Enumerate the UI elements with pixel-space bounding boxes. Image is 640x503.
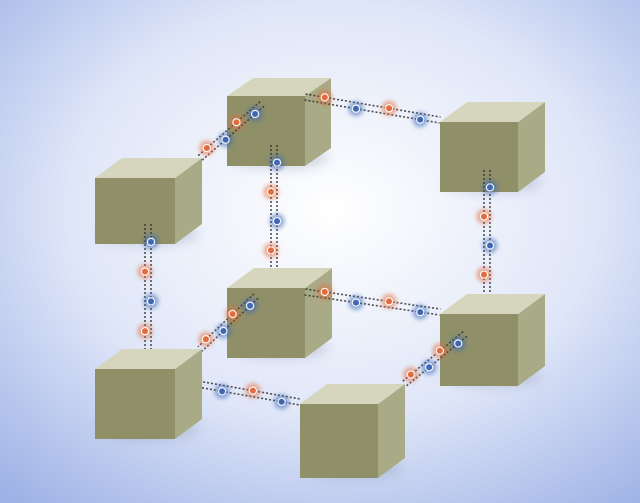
- particle-orange: [198, 331, 214, 347]
- particle-orange: [225, 306, 241, 322]
- particle-blue: [274, 394, 290, 410]
- cube-front-face: [300, 404, 378, 478]
- cube-front-face: [440, 314, 518, 386]
- particle-blue: [482, 238, 498, 254]
- links-layer: [137, 89, 498, 410]
- particle-orange: [199, 140, 215, 156]
- link-back-left-pillar: [263, 145, 285, 268]
- cube-front-face: [95, 178, 175, 244]
- particle-orange: [476, 267, 492, 283]
- particle-blue: [143, 234, 159, 250]
- particle-blue: [421, 359, 437, 375]
- particle-orange: [381, 100, 397, 116]
- particle-orange: [245, 383, 261, 399]
- particle-blue: [215, 323, 231, 339]
- particle-orange: [137, 264, 153, 280]
- cube-bottom-front-right: [300, 384, 405, 478]
- cube-side-face: [378, 384, 405, 478]
- cube-top-face: [440, 294, 545, 314]
- link-strand: [304, 99, 440, 124]
- particle-blue: [450, 335, 466, 351]
- cube-side-face: [175, 349, 202, 439]
- cube-top-face: [95, 158, 202, 178]
- particle-blue: [348, 295, 364, 311]
- particle-orange: [432, 343, 448, 359]
- cube-bottom-back-right: [440, 294, 545, 386]
- particle-blue: [143, 293, 159, 309]
- link-strand: [305, 93, 441, 118]
- front-layer: [95, 349, 405, 478]
- link-back-right-pillar: [476, 170, 498, 292]
- particle-orange: [263, 184, 279, 200]
- link-top-left-edge: [197, 101, 265, 161]
- cube-top-back-right: [440, 102, 545, 192]
- particle-blue: [242, 298, 258, 314]
- link-mid-left-edge: [197, 293, 259, 352]
- particle-blue: [247, 106, 263, 122]
- particle-orange: [137, 323, 153, 339]
- link-front-left-pillar: [137, 224, 159, 349]
- link-bottom-right-edge: [401, 331, 468, 387]
- cube-front-face: [440, 122, 518, 192]
- cube-top-face: [227, 268, 332, 288]
- particle-blue: [412, 112, 428, 128]
- particle-orange: [317, 284, 333, 300]
- cube-top-face: [440, 102, 545, 122]
- particle-orange: [403, 367, 419, 383]
- particle-orange: [476, 208, 492, 224]
- particle-blue: [269, 155, 285, 171]
- particle-orange: [381, 293, 397, 309]
- particle-blue: [218, 132, 234, 148]
- cube-front-face: [95, 369, 175, 439]
- particle-blue: [412, 304, 428, 320]
- cube-side-face: [175, 158, 202, 244]
- cube-bottom-front-left: [95, 349, 202, 439]
- cube-front-face: [227, 288, 305, 358]
- cube-front-face: [227, 96, 305, 166]
- cube-top-face: [300, 384, 405, 404]
- particle-blue: [348, 101, 364, 117]
- particle-orange: [263, 242, 279, 258]
- particle-orange: [228, 114, 244, 130]
- particle-blue: [482, 179, 498, 195]
- particle-orange: [317, 89, 333, 105]
- cube-top-face: [227, 78, 331, 96]
- link-top-back-edge: [304, 89, 441, 128]
- link-mid-back-edge: [304, 284, 441, 320]
- particle-blue: [269, 213, 285, 229]
- cube-top-front-left: [95, 158, 202, 244]
- cube-side-face: [518, 294, 545, 386]
- particle-blue: [214, 383, 230, 399]
- cube-top-face: [95, 349, 202, 369]
- cube-side-face: [518, 102, 545, 192]
